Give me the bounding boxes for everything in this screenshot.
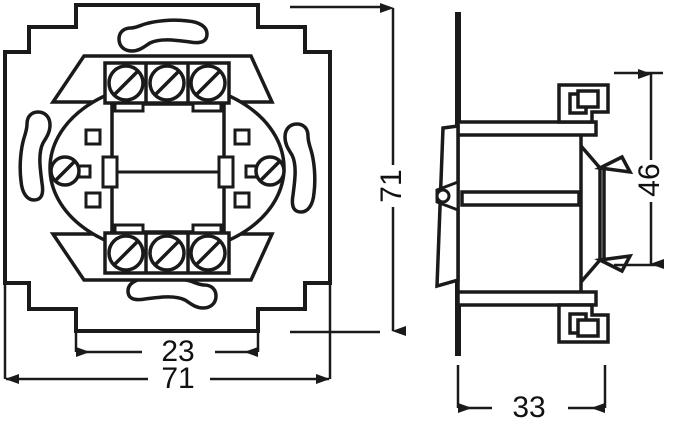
side-body [456, 132, 583, 296]
mounting-slot-left [18, 110, 52, 202]
dim-label-front-height: 71 [375, 169, 408, 202]
dim-label-33: 33 [512, 391, 545, 424]
terminal-screw-bottom-2 [148, 234, 186, 272]
terminal-screw-top-1 [107, 64, 145, 102]
side-middle-bar [460, 190, 581, 207]
terminal-screw-bottom-3 [189, 234, 227, 272]
side-screw-right [254, 155, 286, 187]
mounting-slot-right [283, 122, 317, 214]
mounting-slot-top [117, 18, 209, 53]
terminal-block-top [103, 61, 231, 105]
dimension-lines: 71 23 71 46 33 [3, 3, 666, 424]
side-claw-left [435, 124, 460, 289]
front-view [3, 3, 332, 333]
side-flange-bottom [456, 290, 598, 307]
terminal-screw-bottom-1 [107, 234, 145, 272]
side-terminal-top [557, 83, 610, 124]
side-view [435, 12, 634, 356]
dim-label-71-width: 71 [161, 362, 194, 395]
terminal-screw-top-3 [189, 64, 227, 102]
claw-square-bottom-left [84, 191, 102, 209]
switch-body-rect [110, 102, 226, 234]
terminal-screw-top-2 [148, 64, 186, 102]
body-lug-right [217, 155, 235, 189]
dim-label-23: 23 [161, 335, 194, 368]
side-terminal-bottom [557, 303, 610, 344]
claw-square-top-left [84, 128, 102, 146]
side-screw-left [49, 155, 81, 187]
body-lug-left [101, 155, 119, 189]
dim-label-46: 46 [633, 163, 666, 196]
claw-square-top-right [233, 128, 251, 146]
side-flange-top [456, 120, 598, 137]
terminal-block-bottom [103, 231, 231, 275]
side-claw-right [579, 144, 634, 284]
claw-square-bottom-right [233, 191, 251, 209]
